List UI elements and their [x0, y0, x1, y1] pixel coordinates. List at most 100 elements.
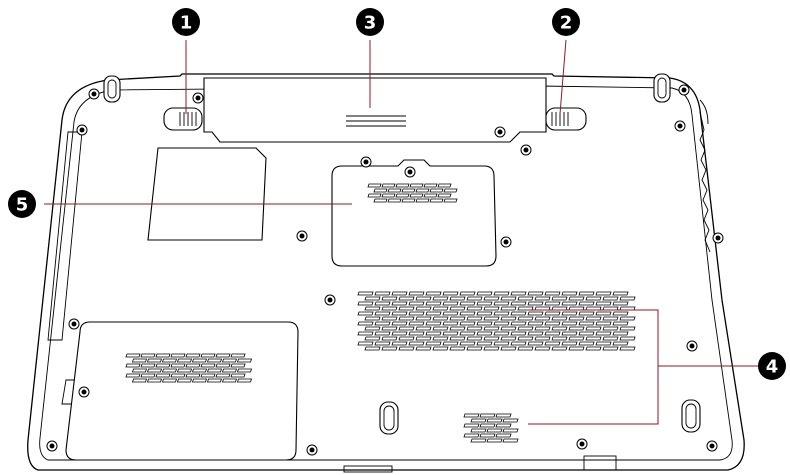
- vent-slot: [467, 337, 482, 340]
- vent-slot: [171, 374, 185, 377]
- vent-slot: [487, 419, 502, 422]
- vent-slot: [399, 347, 414, 350]
- vent-slot: [511, 292, 526, 295]
- vent-slot: [426, 322, 441, 325]
- vent-slot: [148, 379, 162, 382]
- vent-slot: [443, 342, 458, 345]
- vent-slot: [501, 317, 516, 320]
- vent-slot: [382, 297, 397, 300]
- vent-slot: [444, 189, 457, 192]
- vent-slot: [375, 322, 390, 325]
- vent-slot: [433, 317, 448, 320]
- vent-slot: [358, 322, 373, 325]
- vent-slot: [613, 322, 628, 325]
- callout-2-label: 2: [560, 13, 573, 34]
- vent-slot: [382, 347, 397, 350]
- vent-slot: [375, 292, 390, 295]
- vent-slot: [193, 379, 207, 382]
- vent-slot: [426, 332, 441, 335]
- vent-slot: [375, 312, 390, 315]
- vent-slot: [443, 322, 458, 325]
- vent-slot: [382, 194, 395, 197]
- vent-slot: [501, 307, 516, 310]
- vent-slot: [620, 337, 635, 340]
- vent-slot: [201, 354, 215, 357]
- vent-slot: [603, 317, 618, 320]
- screw-head: [498, 130, 503, 135]
- vent-slot: [416, 337, 431, 340]
- vent-slot: [375, 342, 390, 345]
- vent-slot: [358, 292, 373, 295]
- vent-slot: [535, 297, 550, 300]
- vent-slot: [569, 317, 584, 320]
- vent-slot: [552, 327, 567, 330]
- vent-slot: [503, 419, 518, 422]
- vent-slot: [141, 354, 155, 357]
- vent-slot: [471, 419, 486, 422]
- vent-slot: [586, 337, 601, 340]
- vent-slot: [223, 379, 237, 382]
- screw-head: [710, 444, 715, 449]
- callout-1-label: 1: [180, 13, 193, 34]
- vent-slot: [201, 374, 215, 377]
- battery-release-latch: [164, 108, 202, 130]
- vent-slot: [426, 292, 441, 295]
- vent-slot: [238, 359, 252, 362]
- vent-slot: [494, 312, 509, 315]
- vent-slot: [569, 297, 584, 300]
- vent-slot: [569, 347, 584, 350]
- vent-slot: [163, 379, 177, 382]
- vent-slot: [163, 369, 177, 372]
- vent-slot: [156, 364, 170, 367]
- callout-1: 1: [172, 8, 200, 36]
- vent-slot: [231, 354, 245, 357]
- vent-slot: [375, 332, 390, 335]
- vent-slot: [528, 292, 543, 295]
- vent-slot: [562, 332, 577, 335]
- vent-slot: [484, 307, 499, 310]
- vent-slot: [231, 374, 245, 377]
- vent-slot: [216, 354, 230, 357]
- vent-slot: [450, 327, 465, 330]
- vent-slot: [388, 199, 401, 202]
- vent-slot: [562, 322, 577, 325]
- vent-slot: [416, 317, 431, 320]
- vent-slot: [410, 194, 423, 197]
- vent-slot: [528, 342, 543, 345]
- leader-2: [560, 40, 566, 114]
- vent-slot: [223, 359, 237, 362]
- vent-slot: [471, 429, 486, 432]
- vent-slot: [409, 342, 424, 345]
- screw-head: [716, 236, 721, 241]
- vent-slot: [208, 369, 222, 372]
- vent-slot: [426, 342, 441, 345]
- vent-slot: [148, 359, 162, 362]
- vent-slot: [467, 327, 482, 330]
- vent-slot: [402, 189, 415, 192]
- vent-slot: [464, 434, 479, 437]
- vent-slot: [501, 297, 516, 300]
- vent-slot: [487, 429, 502, 432]
- vent-slot: [438, 194, 451, 197]
- vent-slot: [201, 364, 215, 367]
- vent-slot: [392, 332, 407, 335]
- vent-slot: [426, 312, 441, 315]
- vent-slot: [216, 374, 230, 377]
- vent-slot: [484, 297, 499, 300]
- vent-slot: [365, 297, 380, 300]
- vent-slot: [480, 434, 495, 437]
- vent-slot: [443, 332, 458, 335]
- vent-slot: [450, 317, 465, 320]
- vent-slot: [430, 189, 443, 192]
- vent-slot: [613, 332, 628, 335]
- vent-slot: [579, 292, 594, 295]
- vent-slot: [496, 434, 511, 437]
- vent-slot: [402, 199, 415, 202]
- vent-slot: [545, 332, 560, 335]
- vent-slot: [409, 322, 424, 325]
- vent-slot: [460, 342, 475, 345]
- vent-slot: [416, 199, 429, 202]
- vent-slot: [477, 322, 492, 325]
- vent-slot: [528, 302, 543, 305]
- vent-slot: [396, 194, 409, 197]
